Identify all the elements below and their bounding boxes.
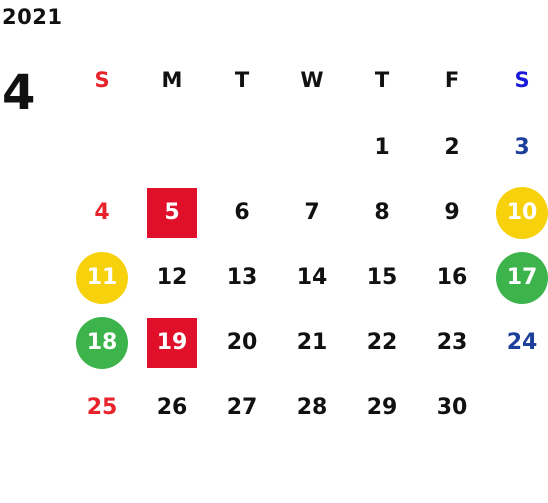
day-cell: 26 bbox=[137, 375, 207, 440]
date-number: 16 bbox=[436, 264, 468, 290]
date-number: 28 bbox=[296, 394, 328, 420]
day-cell: 6 bbox=[207, 180, 277, 245]
marked-date: 18 bbox=[76, 316, 128, 369]
marked-date: 5 bbox=[147, 187, 197, 238]
empty-cell bbox=[137, 115, 207, 180]
date-number: 3 bbox=[514, 134, 530, 160]
day-cell: 10 bbox=[487, 180, 548, 245]
day-cell: 3 bbox=[487, 115, 548, 180]
day-cell: 17 bbox=[487, 245, 548, 310]
empty-cell bbox=[67, 115, 137, 180]
weekday-header: S bbox=[514, 68, 530, 92]
date-number: 13 bbox=[226, 264, 258, 290]
day-cell: 9 bbox=[417, 180, 487, 245]
date-number: 29 bbox=[366, 394, 398, 420]
day-cell: 2 bbox=[417, 115, 487, 180]
day-cell: 20 bbox=[207, 310, 277, 375]
day-cell: 14 bbox=[277, 245, 347, 310]
weekday-header: W bbox=[300, 68, 324, 92]
day-cell: 18 bbox=[67, 310, 137, 375]
date-number: 22 bbox=[366, 329, 398, 355]
date-number: 25 bbox=[86, 394, 118, 420]
empty-cell bbox=[487, 375, 548, 440]
marked-date: 17 bbox=[496, 251, 548, 304]
day-cell: 23 bbox=[417, 310, 487, 375]
day-cell: 24 bbox=[487, 310, 548, 375]
day-cell: 16 bbox=[417, 245, 487, 310]
year-label: 2021 bbox=[2, 5, 63, 29]
date-number: 23 bbox=[436, 329, 468, 355]
month-number: 4 bbox=[2, 65, 36, 121]
day-cell: 1 bbox=[347, 115, 417, 180]
day-cell: 11 bbox=[67, 245, 137, 310]
day-cell: 8 bbox=[347, 180, 417, 245]
date-number: 8 bbox=[374, 199, 390, 225]
day-cell: 12 bbox=[137, 245, 207, 310]
date-number: 30 bbox=[436, 394, 468, 420]
day-cell: 7 bbox=[277, 180, 347, 245]
date-number: 9 bbox=[444, 199, 460, 225]
weekday-header: M bbox=[161, 68, 183, 92]
day-cell: 5 bbox=[137, 180, 207, 245]
date-number: 20 bbox=[226, 329, 258, 355]
day-cell: 4 bbox=[67, 180, 137, 245]
date-number: 2 bbox=[444, 134, 460, 160]
day-cell: 27 bbox=[207, 375, 277, 440]
marked-date: 11 bbox=[76, 251, 128, 304]
date-number: 1 bbox=[374, 134, 390, 160]
day-cell: 29 bbox=[347, 375, 417, 440]
day-cell: 13 bbox=[207, 245, 277, 310]
day-cell: 22 bbox=[347, 310, 417, 375]
date-number: 4 bbox=[94, 199, 110, 225]
weekday-header: S bbox=[94, 68, 110, 92]
day-cell: 28 bbox=[277, 375, 347, 440]
weekday-header: T bbox=[234, 68, 250, 92]
marked-date: 19 bbox=[147, 317, 197, 368]
weekday-header: T bbox=[374, 68, 390, 92]
date-number: 26 bbox=[156, 394, 188, 420]
date-number: 27 bbox=[226, 394, 258, 420]
date-number: 6 bbox=[234, 199, 250, 225]
empty-cell bbox=[277, 115, 347, 180]
day-cell: 19 bbox=[137, 310, 207, 375]
marked-date: 10 bbox=[496, 186, 548, 239]
date-number: 14 bbox=[296, 264, 328, 290]
weekday-header: F bbox=[444, 68, 460, 92]
date-number: 24 bbox=[506, 329, 538, 355]
day-cell: 21 bbox=[277, 310, 347, 375]
date-number: 12 bbox=[156, 264, 188, 290]
day-cell: 25 bbox=[67, 375, 137, 440]
empty-cell bbox=[207, 115, 277, 180]
day-cell: 30 bbox=[417, 375, 487, 440]
date-number: 15 bbox=[366, 264, 398, 290]
day-cell: 15 bbox=[347, 245, 417, 310]
date-number: 21 bbox=[296, 329, 328, 355]
date-number: 7 bbox=[304, 199, 320, 225]
